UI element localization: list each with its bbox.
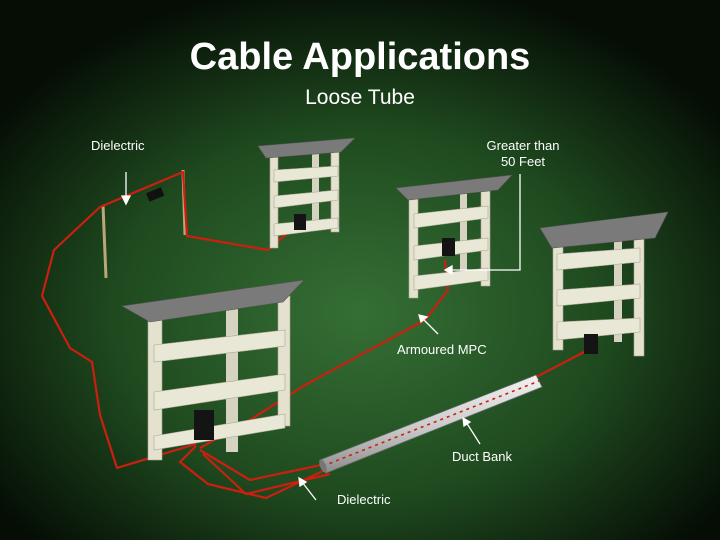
enclosure-box-icon (442, 238, 455, 256)
label-greater-than: Greater than 50 Feet (480, 138, 566, 170)
arrow-head-icon (120, 195, 132, 206)
equipment-rack-2 (395, 174, 513, 299)
duct-bank-cable-b (199, 449, 327, 482)
label-greater-than-line2: 50 Feet (500, 154, 546, 169)
arrow-greater-than (448, 174, 521, 271)
arrow-head-icon (418, 314, 429, 324)
arrow-armoured-mpc (421, 317, 439, 335)
aerial-dielectric-cable (40, 170, 297, 470)
enclosure-box-icon (584, 334, 598, 354)
enclosure-box-icon (194, 410, 214, 440)
enclosure-box-icon (294, 214, 306, 230)
equipment-rack-1 (257, 137, 356, 249)
arrow-dielectric-bottom (301, 481, 317, 501)
equipment-rack-3 (539, 211, 669, 357)
duct-bank-pipe (319, 374, 543, 474)
label-dielectric-top: Dielectric (91, 138, 145, 153)
slide-subtitle: Loose Tube (305, 86, 415, 109)
arrow-head-icon (298, 476, 308, 488)
slide-title: Cable Applications (189, 36, 531, 78)
label-greater-than-line1: Greater than (486, 138, 560, 153)
label-armoured-mpc: Armoured MPC (397, 342, 487, 357)
splice-closure-icon (146, 187, 165, 202)
arrow-head-icon (443, 264, 453, 276)
duct-bank-cable-a (178, 349, 589, 500)
label-dielectric-bottom: Dielectric (337, 492, 391, 507)
callout-arrows (120, 172, 521, 501)
equipment-rack-4 (121, 279, 305, 461)
arrow-duct-bank (465, 421, 481, 445)
label-duct-bank: Duct Bank (452, 449, 512, 464)
arrow-head-icon (462, 416, 472, 428)
